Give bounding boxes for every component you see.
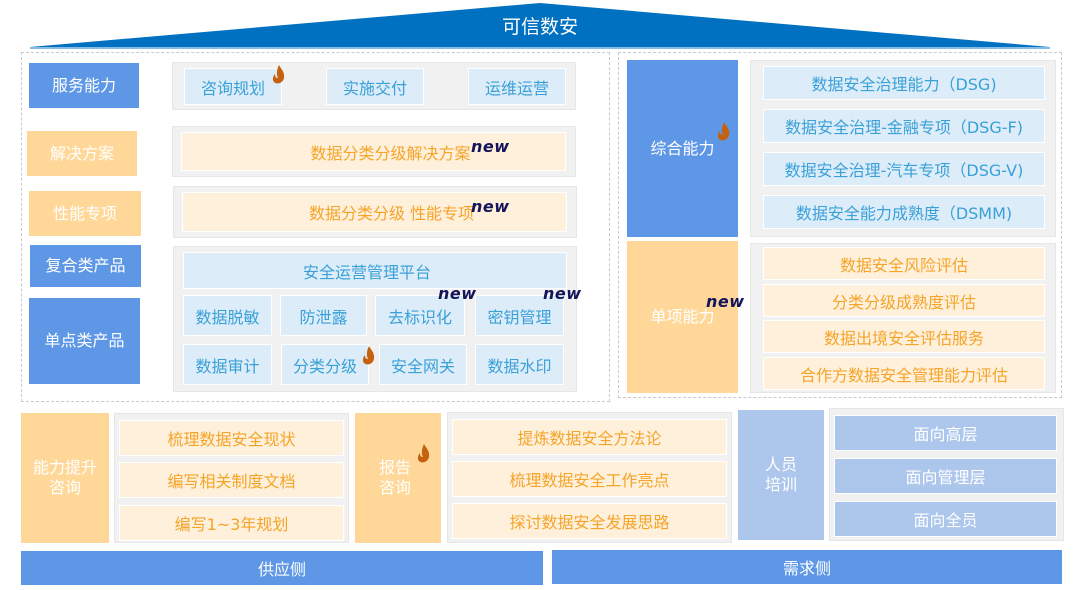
service-item-delivery[interactable]: 实施交付 — [326, 68, 424, 105]
flame-icon — [717, 122, 730, 141]
category-comprehensive: 综合能力 — [627, 60, 738, 237]
comprehensive-item-dsg-v[interactable]: 数据安全治理-汽车专项（DSG-V) — [763, 152, 1045, 186]
page-title: 可信数安 — [501, 16, 578, 38]
product-key-management[interactable]: 密钥管理 — [475, 295, 564, 336]
service-item-consulting[interactable]: 咨询规划 — [184, 68, 282, 105]
demand-side-bar: 需求侧 — [552, 550, 1062, 584]
capability-item[interactable]: 编写相关制度文档 — [119, 462, 344, 498]
roof-banner — [30, 3, 1050, 49]
new-badge: new — [706, 292, 745, 311]
product-data-masking[interactable]: 数据脱敏 — [183, 295, 272, 336]
comprehensive-item-dsg[interactable]: 数据安全治理能力（DSG) — [763, 66, 1045, 100]
category-label-line: 咨询 — [379, 478, 412, 497]
individual-item-classification-maturity[interactable]: 分类分级成熟度评估 — [763, 284, 1045, 317]
comprehensive-item-dsmm[interactable]: 数据安全能力成熟度（DSMM) — [763, 195, 1045, 229]
training-item-all-staff[interactable]: 面向全员 — [834, 501, 1057, 537]
individual-item-partner[interactable]: 合作方数据安全管理能力评估 — [763, 357, 1045, 390]
report-item[interactable]: 梳理数据安全工作亮点 — [452, 461, 727, 497]
platform-item[interactable]: 安全运营管理平台 — [183, 252, 567, 289]
product-data-audit[interactable]: 数据审计 — [183, 344, 272, 385]
category-label-line: 人员 — [764, 455, 797, 474]
new-badge: new — [438, 284, 477, 303]
new-badge: new — [543, 284, 582, 303]
category-label-line: 培训 — [764, 475, 797, 494]
training-item-management[interactable]: 面向管理层 — [834, 458, 1057, 494]
capability-item[interactable]: 编写1~3年规划 — [119, 505, 344, 541]
category-capability-consulting: 能力提升 咨询 — [21, 413, 109, 543]
product-security-gateway[interactable]: 安全网关 — [379, 344, 467, 385]
flame-icon — [362, 346, 375, 365]
category-performance: 性能专项 — [29, 191, 141, 236]
individual-item-risk[interactable]: 数据安全风险评估 — [763, 247, 1045, 280]
category-individual: 单项能力 — [627, 241, 738, 393]
performance-item-label: 数据分类分级 性能专项 — [308, 204, 475, 223]
product-dlp[interactable]: 防泄露 — [280, 295, 367, 336]
comprehensive-item-dsg-f[interactable]: 数据安全治理-金融专项（DSG-F) — [763, 109, 1045, 143]
flame-icon — [272, 65, 285, 84]
service-item-operations[interactable]: 运维运营 — [468, 68, 566, 105]
category-report-consulting: 报告 咨询 — [355, 413, 441, 543]
product-classification[interactable]: 分类分级 — [281, 344, 369, 385]
solution-item-label: 数据分类分级解决方案 — [310, 143, 471, 163]
category-label-line: 报告 — [379, 458, 412, 477]
performance-item[interactable]: 数据分类分级 性能专项 — [182, 192, 567, 232]
flame-icon — [417, 444, 430, 463]
category-label-line: 能力提升 — [32, 458, 97, 477]
individual-item-cross-border[interactable]: 数据出境安全评估服务 — [763, 320, 1045, 353]
training-item-senior[interactable]: 面向高层 — [834, 415, 1057, 451]
report-item[interactable]: 提炼数据安全方法论 — [452, 419, 727, 455]
new-badge: new — [471, 137, 510, 156]
category-solution: 解决方案 — [27, 131, 137, 176]
product-data-watermark[interactable]: 数据水印 — [475, 344, 564, 385]
category-service: 服务能力 — [29, 63, 139, 108]
supply-side-bar: 供应侧 — [21, 551, 543, 585]
category-label-line: 咨询 — [48, 478, 81, 497]
category-single-product: 单点类产品 — [29, 298, 140, 384]
solution-item[interactable]: 数据分类分级解决方案 — [181, 132, 566, 171]
new-badge: new — [471, 197, 510, 216]
capability-item[interactable]: 梳理数据安全现状 — [119, 420, 344, 456]
product-deidentification[interactable]: 去标识化 — [375, 295, 465, 336]
category-composite-product: 复合类产品 — [30, 245, 141, 287]
report-item[interactable]: 探讨数据安全发展思路 — [452, 503, 727, 539]
category-training: 人员 培训 — [738, 410, 824, 540]
